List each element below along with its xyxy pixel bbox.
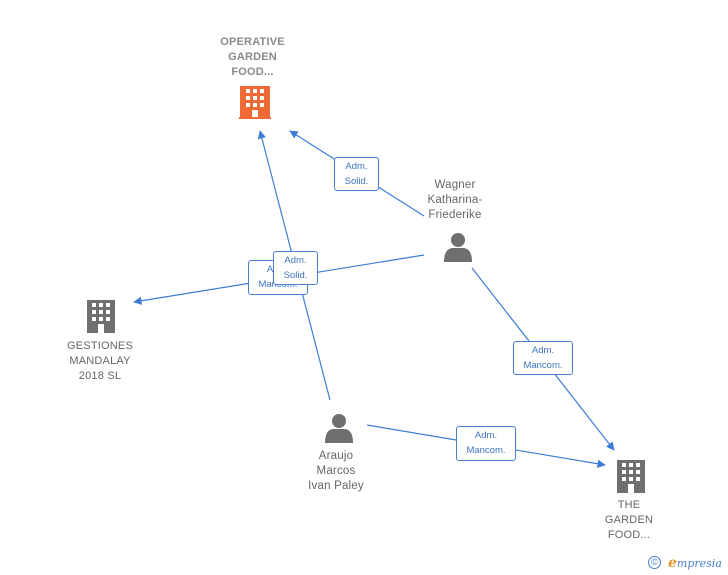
edge-label-araujo-the-garden: Adm. Mancom. [456, 426, 516, 461]
person-icon [444, 233, 472, 262]
building-icon [239, 86, 271, 119]
label-line: Friederike [428, 209, 482, 221]
label-line: Ivan Paley [308, 480, 364, 492]
brand-logo: empresia [668, 555, 722, 571]
company-label-the-garden-food[interactable]: THE GARDEN FOOD... [588, 498, 670, 543]
edge-label-wagner-the-garden: Adm. Mancom. [513, 341, 573, 375]
building-icon [87, 300, 115, 333]
empresia-watermark: © empresia [648, 555, 728, 573]
edge-label-line: Adm. [345, 161, 368, 172]
edge-label-line: Mancom. [523, 360, 563, 371]
edge-label-line: Solid. [283, 270, 308, 281]
copyright-icon: © [648, 556, 661, 569]
company-label-gestiones-mandalay[interactable]: GESTIONES MANDALAY 2018 SL [50, 339, 150, 384]
label-line: GARDEN [228, 51, 277, 63]
label-line: MANDALAY [69, 355, 131, 367]
label-line: THE [617, 499, 641, 511]
edge-label-araujo-operative: Adm. Solid. [273, 251, 318, 285]
brand-initial: e [668, 555, 677, 571]
label-line: FOOD... [231, 66, 274, 78]
label-line: Katharina- [427, 194, 483, 206]
edge-label-line: Adm. [284, 255, 307, 266]
label-line: GESTIONES [67, 340, 133, 352]
edge-label-line: Adm. [531, 345, 555, 356]
label-line: GARDEN [604, 514, 654, 526]
person-label-araujo[interactable]: Araujo Marcos Ivan Paley [286, 449, 386, 494]
label-line: Marcos [316, 465, 356, 477]
label-line: Araujo [318, 450, 354, 462]
building-icon [617, 460, 645, 493]
edge-label-line: Mancom. [466, 445, 506, 456]
company-label-operative-garden-food[interactable]: OPERATIVE GARDEN FOOD... [200, 35, 305, 80]
brand-name: mpresia [676, 557, 722, 570]
label-line: Wagner [434, 179, 476, 191]
label-line: OPERATIVE [220, 36, 285, 48]
label-line: 2018 SL [78, 370, 122, 382]
label-line: FOOD... [607, 529, 651, 541]
edge-label-line: Solid. [344, 176, 369, 187]
edge-label-wagner-operative: Adm. Solid. [334, 157, 379, 191]
person-label-wagner[interactable]: Wagner Katharina- Friederike [405, 178, 505, 223]
person-icon [325, 414, 353, 443]
edge-label-line: Adm. [474, 430, 498, 441]
